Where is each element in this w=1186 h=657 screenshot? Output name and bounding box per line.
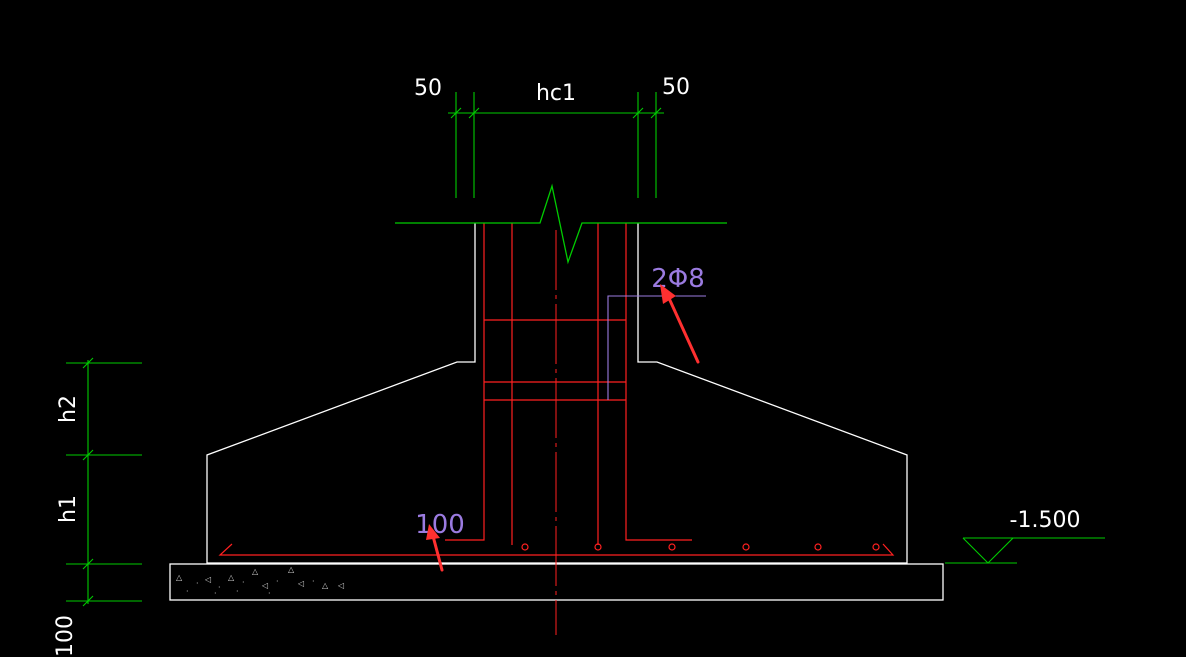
bottom-mesh-bar	[218, 543, 895, 556]
top-dimension-lines	[448, 92, 664, 198]
column-bar-outer-right	[625, 223, 692, 541]
svg-text:·: ·	[242, 578, 245, 587]
svg-text:◁: ◁	[261, 581, 268, 590]
svg-text:△: △	[176, 573, 183, 582]
rebar-cage	[218, 223, 895, 556]
svg-text:·: ·	[186, 587, 189, 596]
bar-spacing-label: 100	[415, 510, 465, 540]
elevation-label: -1.500	[1010, 508, 1081, 533]
left-dimension-lines	[66, 357, 142, 607]
rebar-dot	[594, 543, 602, 551]
footing-body-outline	[206, 223, 908, 564]
dim-height-upper: h2	[56, 395, 81, 423]
svg-text:◁: ◁	[297, 579, 304, 588]
svg-text:◁: ◁	[337, 581, 344, 590]
svg-text:·: ·	[214, 589, 217, 598]
rebar-dot	[668, 543, 676, 551]
callout-arrow-icon	[426, 524, 444, 572]
callout-arrow-icon	[660, 284, 700, 364]
svg-text:△: △	[288, 565, 295, 574]
column-bar-outer-left	[445, 223, 485, 541]
rebar-dot	[742, 543, 750, 551]
svg-text:·: ·	[268, 589, 271, 598]
cushion-hatch: △·◁ ·△· △◁· △◁· △◁· ···	[176, 565, 344, 598]
svg-text:·: ·	[218, 583, 221, 592]
svg-text:·: ·	[276, 577, 279, 586]
rebar-dot	[872, 543, 880, 551]
svg-text:◁: ◁	[204, 575, 211, 584]
svg-text:·: ·	[196, 579, 199, 588]
dim-top-right-cover: 50	[662, 75, 690, 100]
svg-text:△: △	[252, 567, 259, 576]
elevation-triangle-icon	[945, 537, 1105, 564]
dim-top-left-cover: 50	[414, 76, 442, 101]
svg-text:·: ·	[236, 587, 239, 596]
break-line-icon	[395, 183, 727, 265]
dim-cushion-thickness: 100	[53, 615, 78, 657]
dim-column-width: hc1	[536, 81, 576, 106]
stirrup-label: 2Φ8	[651, 264, 705, 294]
rebar-dot	[521, 543, 529, 551]
svg-text:·: ·	[312, 577, 315, 586]
svg-text:△: △	[228, 573, 235, 582]
dim-height-lower: h1	[56, 495, 81, 523]
svg-text:△: △	[322, 581, 329, 590]
rebar-dot	[814, 543, 822, 551]
